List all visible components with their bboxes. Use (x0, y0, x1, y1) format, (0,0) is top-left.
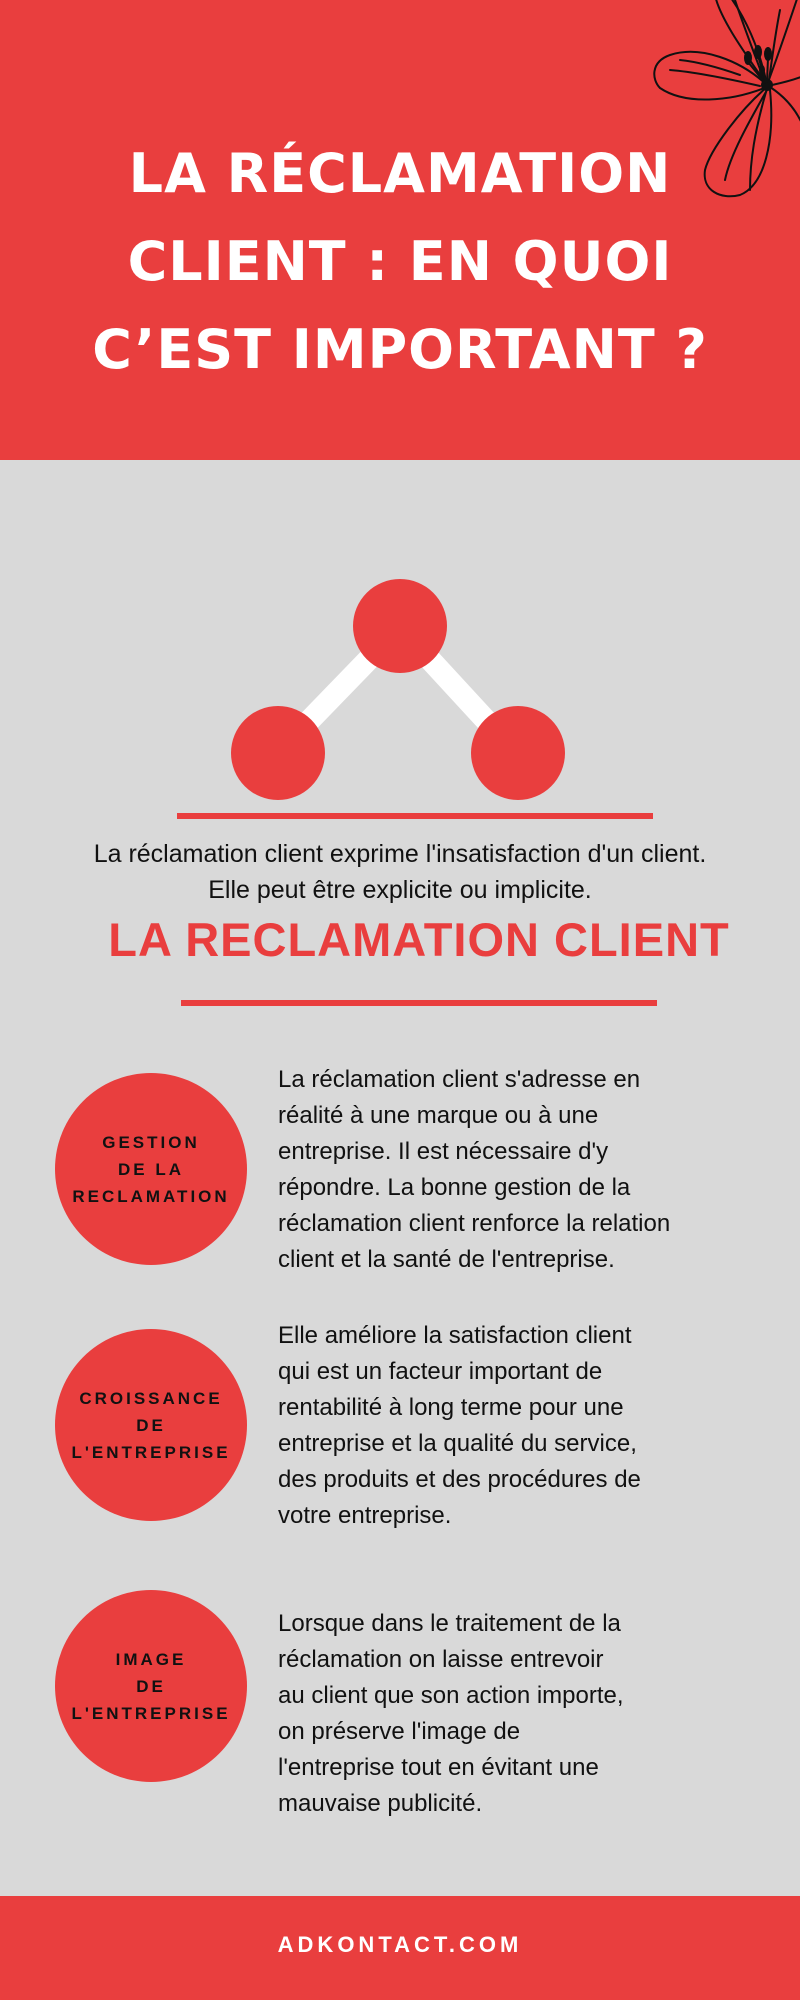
flower-illustration-icon (653, 0, 800, 198)
title-line: LA RÉCLAMATION (128, 142, 672, 205)
text-line: des produits et des procédures de (278, 1466, 641, 1493)
section-title: LA RECLAMATION CLIENT (108, 913, 730, 966)
badge-label: IMAGE (115, 1649, 187, 1669)
text-line: mauvaise publicité. (278, 1790, 483, 1817)
text-line: Lorsque dans le traitement de la (278, 1610, 621, 1637)
item-badge-image: IMAGE DE L'ENTREPRISE (55, 1590, 247, 1782)
badge-label: L'ENTREPRISE (71, 1442, 231, 1462)
intro-line: La réclamation client exprime l'insatisf… (93, 840, 707, 868)
text-line: La réclamation client s'adresse en (278, 1066, 641, 1093)
divider-bottom (181, 1000, 657, 1006)
text-line: on préserve l'image de (278, 1718, 521, 1745)
badge-label: DE (136, 1415, 166, 1435)
item-badge-croissance: CROISSANCE DE L'ENTREPRISE (55, 1329, 247, 1521)
item-text-gestion: La réclamation client s'adresse en réali… (278, 1062, 778, 1278)
divider-top (177, 813, 653, 819)
text-line: entreprise. Il est nécessaire d'y (278, 1138, 609, 1165)
badge-label: L'ENTREPRISE (71, 1703, 231, 1723)
badge-label: DE (136, 1676, 166, 1696)
badge-label: CROISSANCE (79, 1388, 223, 1408)
badge-label: DE LA (118, 1159, 184, 1179)
text-line: client et la santé de l'entreprise. (278, 1246, 615, 1273)
header-banner: LA RÉCLAMATION CLIENT : EN QUOI C’EST IM… (0, 0, 800, 460)
text-line: rentabilité à long terme pour une (278, 1394, 624, 1421)
item-text-image: Lorsque dans le traitement de la réclama… (278, 1606, 778, 1822)
badge-label: GESTION (102, 1132, 200, 1152)
text-line: qui est un facteur important de (278, 1358, 603, 1385)
text-line: l'entreprise tout en évitant une (278, 1754, 599, 1781)
text-line: entreprise et la qualité du service, (278, 1430, 637, 1457)
intro-text: La réclamation client exprime l'insatisf… (0, 836, 800, 908)
item-badge-gestion: GESTION DE LA RECLAMATION (55, 1073, 247, 1265)
text-line: Elle améliore la satisfaction client (278, 1322, 632, 1349)
text-line: réalité à une marque ou à une (278, 1102, 599, 1129)
footer-banner: ADKONTACT.COM (0, 1896, 800, 2000)
text-line: répondre. La bonne gestion de la (278, 1174, 631, 1201)
title-line: CLIENT : EN QUOI (127, 230, 673, 293)
footer-website-link[interactable]: ADKONTACT.COM (277, 1932, 523, 1957)
text-line: réclamation on laisse entrevoir (278, 1646, 604, 1673)
page-title: LA RÉCLAMATION CLIENT : EN QUOI C’EST IM… (0, 130, 800, 394)
text-line: au client que son action importe, (278, 1682, 624, 1709)
item-text-croissance: Elle améliore la satisfaction client qui… (278, 1318, 778, 1534)
badge-label: RECLAMATION (72, 1186, 230, 1206)
title-line: C’EST IMPORTANT ? (92, 318, 708, 381)
intro-line: Elle peut être explicite ou implicite. (208, 876, 592, 904)
text-line: votre entreprise. (278, 1502, 452, 1529)
network-diagram-icon (231, 579, 565, 800)
text-line: réclamation client renforce la relation (278, 1210, 671, 1237)
